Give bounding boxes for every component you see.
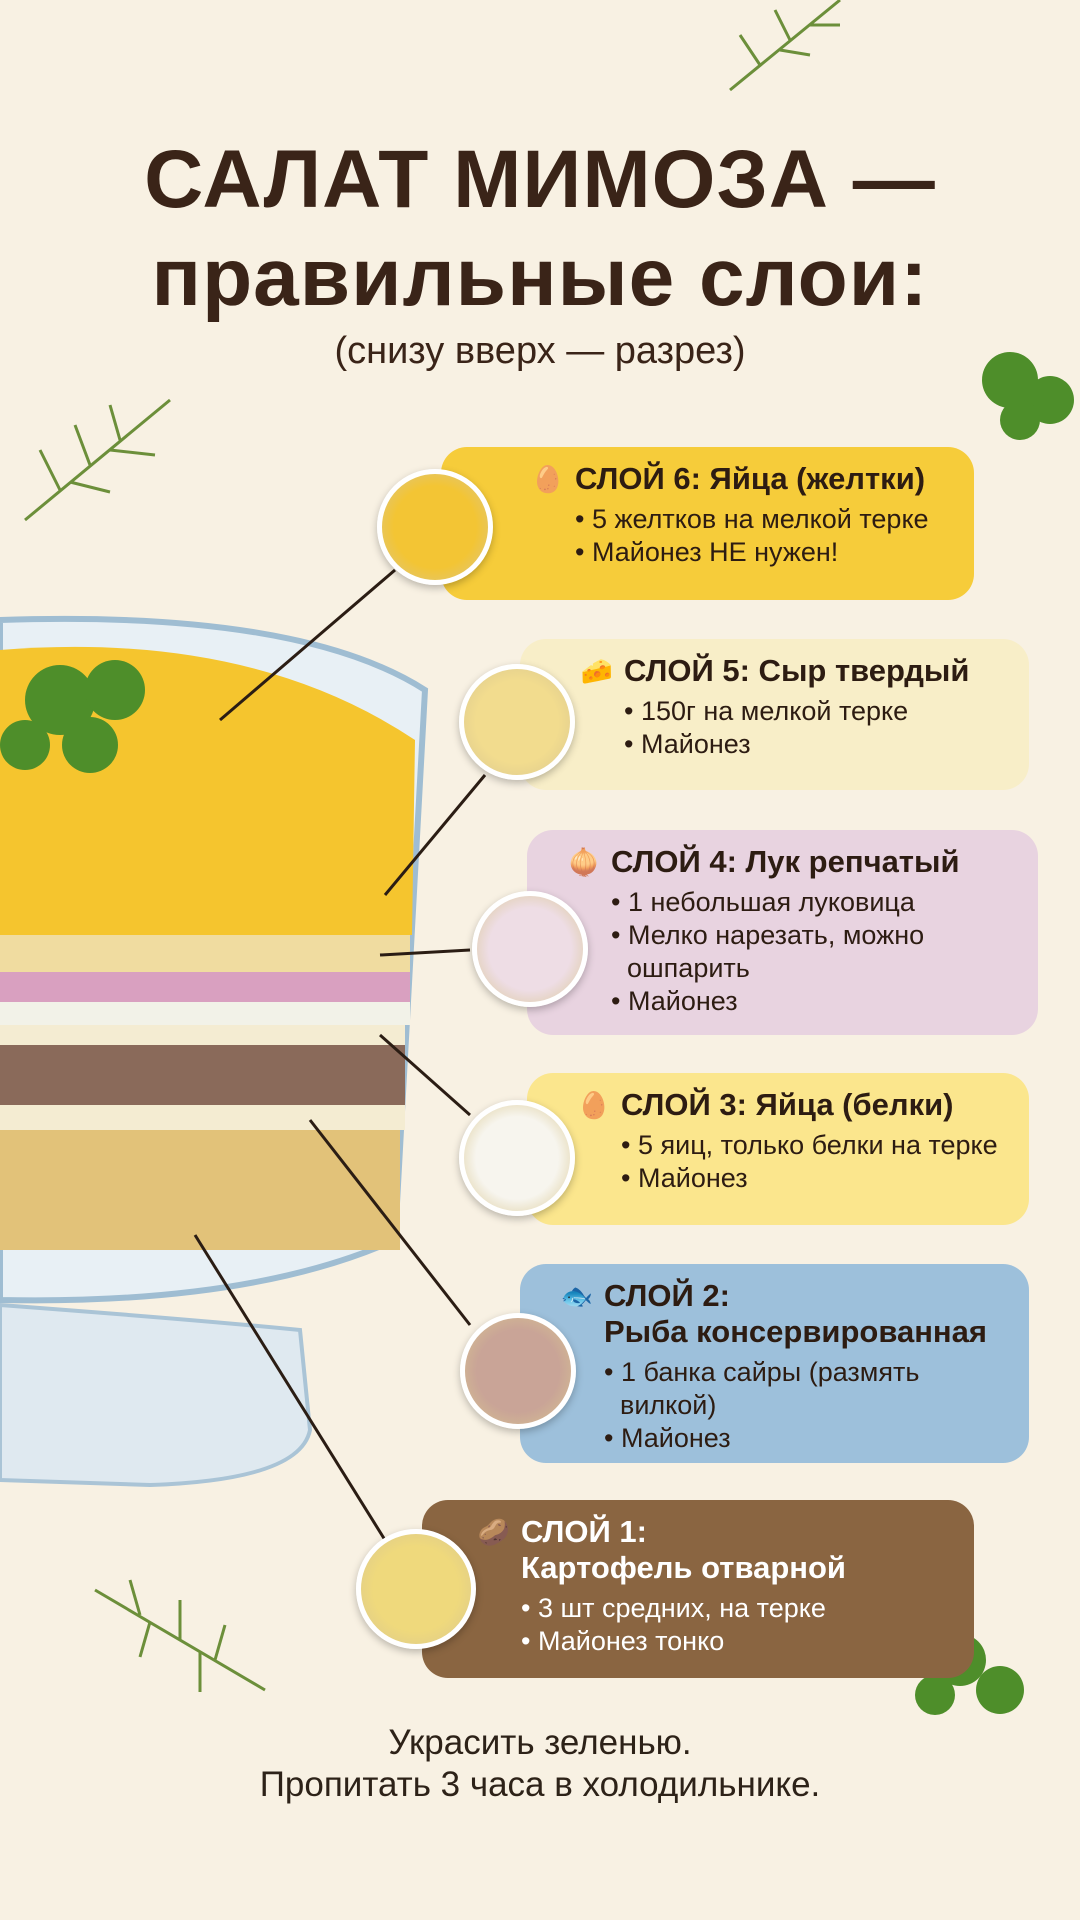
layer-item: 150г на мелкой терке xyxy=(624,695,1009,728)
ingredient-image xyxy=(460,1313,576,1429)
layer-item: 5 желтков на мелкой терке xyxy=(575,503,954,536)
layer-item: 1 небольшая луковица xyxy=(611,886,1018,919)
layer-item: Майонез xyxy=(611,985,1018,1018)
footer-line2: Пропитать 3 часа в холодильнике. xyxy=(259,1765,821,1804)
layer-item: Майонез xyxy=(604,1422,1009,1455)
layer-item: 3 шт средних, на терке xyxy=(521,1592,954,1625)
layer-card-1: 🥔 СЛОЙ 1:Картофель отварной 3 шт средних, … xyxy=(422,1500,974,1678)
footer-line1: Украсить зеленью. xyxy=(388,1723,692,1762)
layer-title: СЛОЙ 6: Яйца (желтки) xyxy=(575,461,926,496)
layer-card-2: 🐟 СЛОЙ 2:Рыба консервированная 1 банка сай… xyxy=(520,1264,1029,1463)
cheese-icon: 🧀 xyxy=(580,656,614,686)
layer-title: СЛОЙ 4: Лук репчатый xyxy=(611,844,960,879)
layer-card-3: 🥚 СЛОЙ 3: Яйца (белки) 5 яиц, только белки… xyxy=(527,1073,1029,1225)
fish-icon: 🐟 xyxy=(560,1281,594,1311)
layer-subtitle: Рыба консервированная xyxy=(604,1314,987,1349)
layer-title: СЛОЙ 3: Яйца (белки) xyxy=(621,1087,954,1122)
ingredient-image xyxy=(356,1529,476,1649)
layer-title: СЛОЙ 5: Сыр твердый xyxy=(624,653,970,688)
ingredient-image xyxy=(472,891,588,1007)
layer-item: Майонез НЕ нужен! xyxy=(575,536,954,569)
layer-title: СЛОЙ 2: xyxy=(604,1278,730,1313)
layer-item: Майонез тонко xyxy=(521,1625,954,1658)
onion-icon: 🧅 xyxy=(567,847,601,877)
layer-card-4: 🧅 СЛОЙ 4: Лук репчатый 1 небольшая луковиц… xyxy=(527,830,1038,1035)
layer-subtitle: Картофель отварной xyxy=(521,1550,846,1585)
layer-item: 1 банка сайры (размять вилкой) xyxy=(604,1356,1009,1422)
layer-item: Майонез xyxy=(624,728,1009,761)
ingredient-image xyxy=(459,664,575,780)
dill-decoration xyxy=(24,0,841,1692)
arrows xyxy=(193,568,487,1541)
ingredient-image xyxy=(459,1100,575,1216)
layer-item: Мелко нарезать, можно ошпарить xyxy=(611,919,1018,985)
egg-icon: 🥚 xyxy=(531,464,565,494)
layer-card-6: 🥚 СЛОЙ 6: Яйца (желтки) 5 желтков на мелко… xyxy=(441,447,974,600)
subtitle: (снизу вверх — разрез) xyxy=(334,330,746,372)
page-title-line1: САЛАТ МИМОЗА — xyxy=(144,134,936,225)
parsley-garnish xyxy=(0,660,145,773)
ingredient-image xyxy=(377,469,493,585)
footer-note: Украсить зеленью. Пропитать 3 часа в хол… xyxy=(0,1722,1080,1806)
egg-icon: 🥚 xyxy=(577,1090,611,1120)
layer-item: 5 яиц, только белки на терке xyxy=(621,1129,1009,1162)
layer-card-5: 🧀 СЛОЙ 5: Сыр твердый 150г на мелкой терке… xyxy=(520,639,1029,790)
layer-item: Майонез xyxy=(621,1162,1009,1195)
page-title-line2: правильные слои: xyxy=(151,232,929,323)
layer-title: СЛОЙ 1: xyxy=(521,1514,647,1549)
potato-icon: 🥔 xyxy=(477,1517,511,1547)
